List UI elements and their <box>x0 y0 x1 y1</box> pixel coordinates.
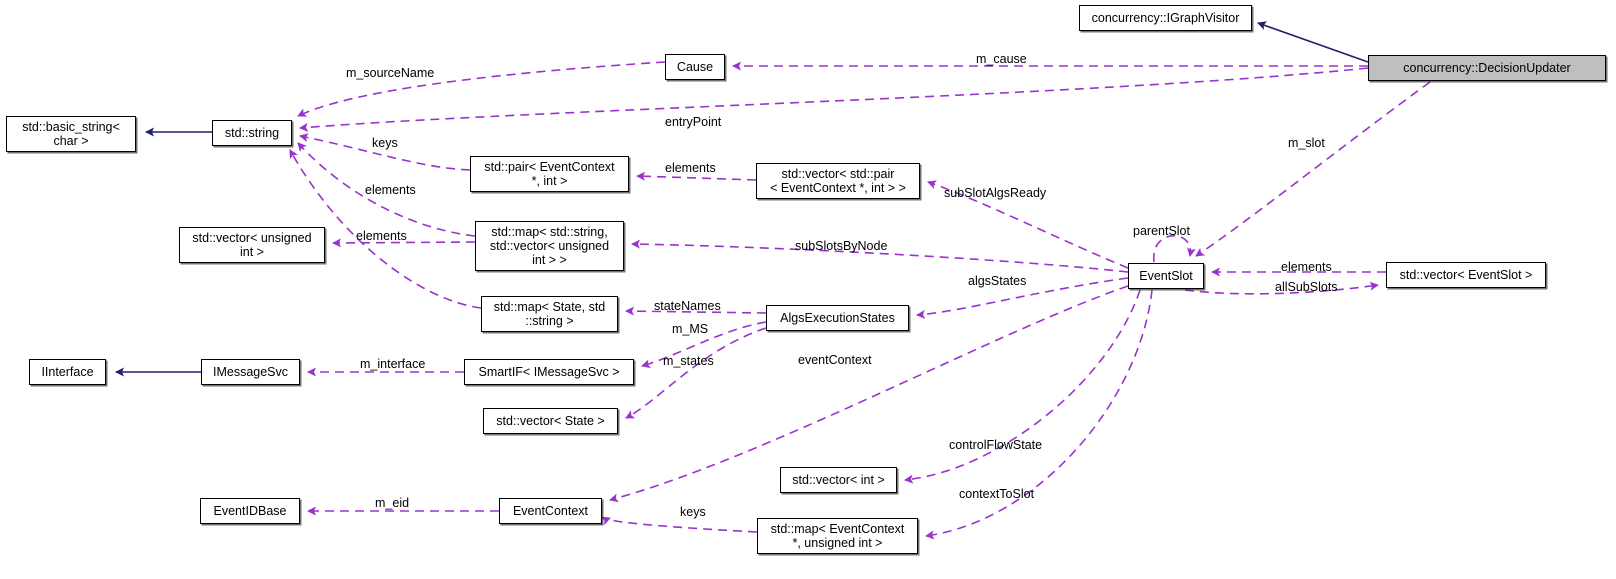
edge-label-eventContext: eventContext <box>798 353 872 367</box>
class-node-eventslot[interactable]: EventSlot <box>1128 263 1204 289</box>
class-node-map_evt_uint[interactable]: std::map< EventContext *, unsigned int > <box>757 518 918 554</box>
class-node-iinterface[interactable]: IInterface <box>29 359 106 385</box>
edge-label-elements_string: elements <box>365 183 416 197</box>
class-node-eventidbase[interactable]: EventIDBase <box>200 498 300 524</box>
edge-label-entryPoint: entryPoint <box>665 115 722 129</box>
class-node-map_state[interactable]: std::map< State, std ::string > <box>481 296 618 332</box>
edge-label-elements_vecuint: elements <box>356 229 407 243</box>
class-node-string[interactable]: std::string <box>212 120 292 146</box>
class-node-pair_evt_int[interactable]: std::pair< EventContext *, int > <box>470 156 629 192</box>
edge-label-m_slot: m_slot <box>1288 136 1325 150</box>
edge-label-algsStates: algsStates <box>968 274 1027 288</box>
edge-label-parentSlot: parentSlot <box>1133 224 1190 238</box>
edge-label-m_MS: m_MS <box>672 322 709 336</box>
class-node-smartif[interactable]: SmartIF< IMessageSvc > <box>464 359 634 385</box>
edge-label-controlFlowState: controlFlowState <box>949 438 1043 452</box>
class-node-vec_state[interactable]: std::vector< State > <box>483 408 618 434</box>
class-node-eventcontext[interactable]: EventContext <box>499 498 602 524</box>
edge-label-subSlotsByNode: subSlotsByNode <box>795 239 888 253</box>
edge-label-m_interface: m_interface <box>360 357 426 371</box>
class-node-basic_string[interactable]: std::basic_string< char > <box>6 116 136 152</box>
class-node-vec_uint[interactable]: std::vector< unsigned int > <box>179 227 325 263</box>
edge-label-m_eid: m_eid <box>375 496 410 510</box>
edge-label-stateNames: stateNames <box>654 299 721 313</box>
class-node-decisionupdater[interactable]: concurrency::DecisionUpdater <box>1368 55 1606 81</box>
edge-label-elements_slot: elements <box>1281 260 1332 274</box>
edge-label-m_states: m_states <box>663 354 714 368</box>
edge-label-m_sourceName: m_sourceName <box>346 66 435 80</box>
edge-label-contextToSlot: contextToSlot <box>959 487 1035 501</box>
class-node-imessagesvc[interactable]: IMessageSvc <box>201 359 300 385</box>
class-node-algsexec[interactable]: AlgsExecutionStates <box>766 305 909 331</box>
class-node-cause[interactable]: Cause <box>665 54 725 80</box>
class-node-igraphvisitor[interactable]: concurrency::IGraphVisitor <box>1079 5 1252 31</box>
class-node-vec_int[interactable]: std::vector< int > <box>780 467 897 493</box>
edge-label-allSubSlots: allSubSlots <box>1275 280 1338 294</box>
edge-label-keys_string: keys <box>372 136 398 150</box>
class-node-vec_eventslot[interactable]: std::vector< EventSlot > <box>1386 262 1546 288</box>
edge-label-m_cause: m_cause <box>976 52 1027 66</box>
edge-label-subSlotAlgsReady: subSlotAlgsReady <box>944 186 1047 200</box>
edge-label-elements_pair: elements <box>665 161 716 175</box>
edge-label-keys_ctx: keys <box>680 505 706 519</box>
class-node-map_str_vec[interactable]: std::map< std::string, std::vector< unsi… <box>475 221 624 271</box>
class-node-vec_pair[interactable]: std::vector< std::pair < EventContext *,… <box>756 163 920 199</box>
